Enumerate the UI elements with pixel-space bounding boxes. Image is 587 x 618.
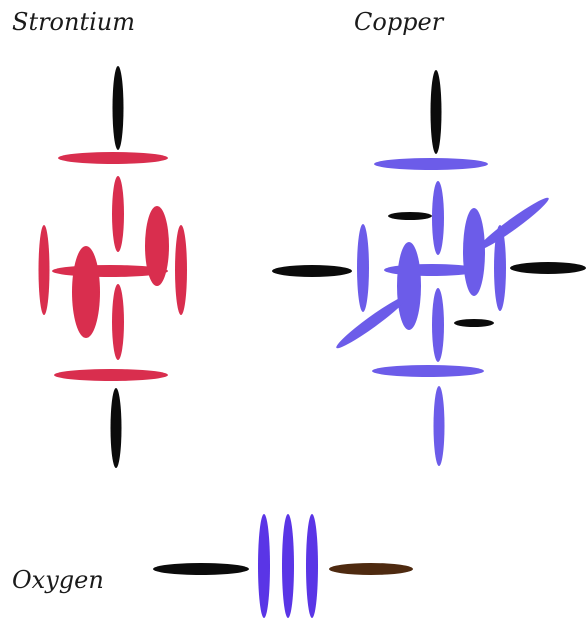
sr-lobe-bottom-horizontal — [54, 369, 168, 381]
sr-lobe-far-left — [38, 225, 50, 315]
o-bar-1 — [258, 514, 270, 618]
sr-lobe-big-right — [145, 206, 169, 286]
cu-small-bar-lower — [454, 319, 494, 327]
cu-bond-right — [510, 262, 586, 274]
cu-lobe-top-horizontal — [374, 158, 488, 170]
cu-lobe-diagonal-lower — [336, 295, 408, 349]
cu-lobe-big-right — [463, 208, 485, 296]
cu-lobe-bottom-horizontal — [372, 365, 484, 377]
o-bond-right — [329, 563, 413, 575]
sr-lobe-lower-vertical — [112, 284, 124, 360]
cu-small-bar-upper — [388, 212, 432, 220]
cu-lobe-bottom-vertical — [433, 386, 445, 466]
copper-glyph — [272, 70, 586, 466]
sr-lobe-upper-vertical — [112, 176, 124, 252]
cu-lobe-left-vertical — [357, 224, 369, 312]
o-bar-2 — [282, 514, 294, 618]
strontium-label: Strontium — [12, 8, 135, 36]
o-bond-left — [153, 563, 249, 575]
sr-lobe-far-right — [175, 225, 187, 315]
cu-lobe-big-left — [397, 242, 421, 330]
oxygen-glyph — [153, 514, 413, 618]
cu-lobe-lower-vertical — [432, 288, 444, 362]
sr-lobe-top-horizontal — [58, 152, 168, 164]
cu-lobe-upper-vertical — [432, 181, 444, 255]
sr-lobe-big-left — [72, 246, 100, 338]
cu-lobe-diagonal-upper — [477, 197, 549, 251]
strontium-glyph — [38, 66, 187, 468]
copper-label: Copper — [354, 8, 444, 36]
o-bar-3 — [306, 514, 318, 618]
cu-lobe-right-vertical — [494, 225, 506, 311]
sr-bond-top — [112, 66, 124, 150]
sr-bond-bottom — [110, 388, 122, 468]
cu-bond-left — [272, 265, 352, 277]
oxygen-label: Oxygen — [12, 566, 104, 594]
cu-bond-top — [430, 70, 442, 154]
